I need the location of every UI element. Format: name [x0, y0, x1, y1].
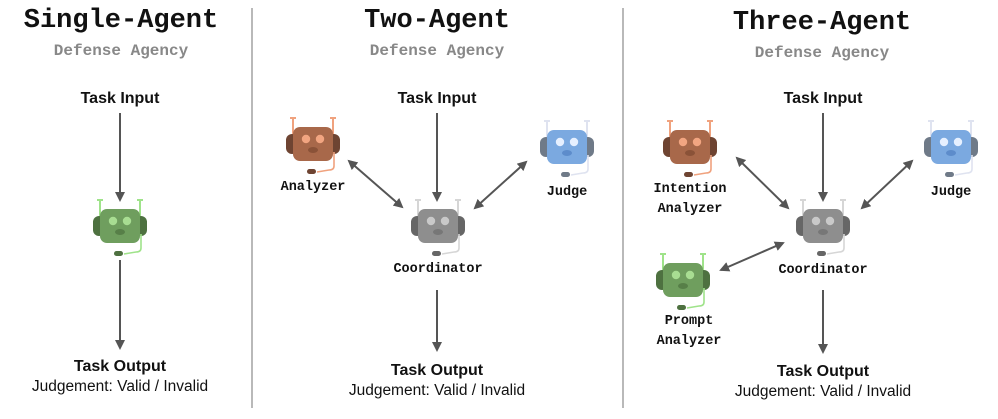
- arrow-judge-coordinator: [860, 159, 914, 210]
- robot-head: [931, 130, 971, 164]
- robot-mic-boom: [123, 234, 142, 255]
- agent-label-judge: Judge: [546, 185, 588, 200]
- robot-icon: [88, 196, 152, 260]
- robot-mouth: [678, 283, 688, 289]
- robot-icon: [919, 117, 983, 181]
- robot-head: [100, 209, 140, 243]
- arrow-intention-analyzer-coordinator: [735, 156, 790, 210]
- robot-icon: [658, 117, 722, 181]
- robot-mouth: [946, 150, 956, 156]
- robot-eye-right: [692, 137, 702, 147]
- arrow-prompt-analyzer-coordinator: [719, 241, 785, 272]
- robot-mouth: [562, 150, 572, 156]
- robot-mic: [684, 172, 693, 177]
- agent-label-line: Prompt: [664, 314, 714, 329]
- arrow-analyzer-coordinator: [347, 159, 404, 209]
- robot-eye-left: [426, 216, 436, 226]
- robot-eye-left: [678, 137, 688, 147]
- robot-eye-left: [671, 270, 681, 280]
- panel-title: Three-Agent: [732, 8, 912, 38]
- robot-eye-right: [315, 134, 325, 144]
- robot-mic-boom: [686, 288, 705, 309]
- robot-eye-right: [440, 216, 450, 226]
- robot-icon: [281, 114, 345, 178]
- robot-eye-right: [569, 137, 579, 147]
- robot-mic: [561, 172, 570, 177]
- panel-title: Two-Agent: [364, 6, 510, 36]
- task-output-label: Task Output: [390, 362, 484, 379]
- panel-subtitle: Defense Agency: [754, 44, 890, 62]
- agent-label-coordinator: Coordinator: [393, 262, 483, 277]
- judgement-label: Judgement: Valid / Invalid: [734, 383, 912, 400]
- robot-head: [663, 263, 703, 297]
- task-output-label: Task Output: [776, 363, 870, 380]
- robot-icon: [651, 250, 715, 314]
- robot-eye-left: [811, 216, 821, 226]
- robot-mouth: [308, 147, 318, 153]
- task-input-label: Task Input: [80, 90, 160, 107]
- robot-mic: [677, 305, 686, 310]
- agent-label-line: Analyzer: [656, 334, 722, 349]
- robot-eye-right: [122, 216, 132, 226]
- task-input-label: Task Input: [397, 90, 477, 107]
- robot-eye-left: [555, 137, 565, 147]
- panel-subtitle: Defense Agency: [53, 42, 189, 60]
- robot-mic: [114, 251, 123, 256]
- agent-label-coordinator: Coordinator: [778, 263, 868, 278]
- agent-label-intention-analyzer: Intention Analyzer: [654, 180, 727, 220]
- agent-label-line: Analyzer: [657, 202, 723, 217]
- robot-mic-boom: [826, 234, 845, 255]
- robot-head: [670, 130, 710, 164]
- robot-mic-boom: [570, 155, 589, 176]
- robot-mic: [817, 251, 826, 256]
- robot-mic: [307, 169, 316, 174]
- robot-mouth: [685, 150, 695, 156]
- agent-label-prompt-analyzer: Prompt Analyzer: [657, 312, 722, 352]
- agent-label-line: Intention: [653, 182, 727, 197]
- robot-eye-left: [939, 137, 949, 147]
- robot-icon: [791, 196, 855, 260]
- robot-eye-left: [301, 134, 311, 144]
- panel-title: Single-Agent: [23, 6, 219, 36]
- robot-mic: [432, 251, 441, 256]
- robot-mic-boom: [954, 155, 973, 176]
- agent-label-judge: Judge: [930, 185, 972, 200]
- robot-head: [803, 209, 843, 243]
- arrow-judge-coordinator: [473, 160, 528, 210]
- robot-mic-boom: [441, 234, 460, 255]
- robot-mouth: [115, 229, 125, 235]
- robot-eye-right: [685, 270, 695, 280]
- judgement-label: Judgement: Valid / Invalid: [31, 378, 209, 395]
- robot-mic-boom: [693, 155, 712, 176]
- robot-eye-left: [108, 216, 118, 226]
- judgement-label: Judgement: Valid / Invalid: [348, 382, 526, 399]
- panel-divider-1: [251, 8, 253, 408]
- agent-label-analyzer: Analyzer: [280, 180, 346, 195]
- robot-head: [418, 209, 458, 243]
- panel-subtitle: Defense Agency: [369, 42, 505, 60]
- robot-eye-right: [825, 216, 835, 226]
- robot-eye-right: [953, 137, 963, 147]
- robot-head: [293, 127, 333, 161]
- robot-mouth: [433, 229, 443, 235]
- robot-head: [547, 130, 587, 164]
- robot-mic: [945, 172, 954, 177]
- robot-mouth: [818, 229, 828, 235]
- robot-mic-boom: [316, 152, 335, 173]
- task-input-label: Task Input: [783, 90, 863, 107]
- task-output-label: Task Output: [73, 358, 167, 375]
- robot-icon: [406, 196, 470, 260]
- panel-divider-2: [622, 8, 624, 408]
- robot-icon: [535, 117, 599, 181]
